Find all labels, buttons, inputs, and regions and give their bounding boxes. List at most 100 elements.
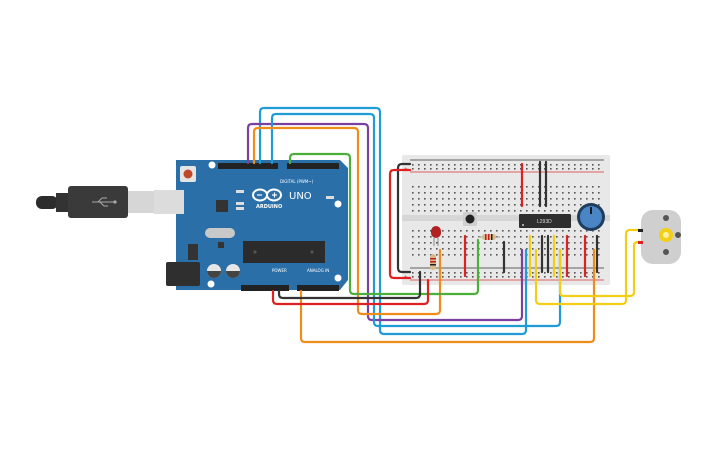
breadboard-hole: [418, 168, 420, 170]
breadboard-hole: [430, 168, 432, 170]
wire-blue-inner[interactable]: [270, 112, 562, 328]
arduino-uno-board[interactable]: ARDUINO UNO DIGITAL (PWM~) POWER ANALOG …: [154, 160, 348, 291]
breadboard-hole: [580, 272, 582, 274]
breadboard-hole: [418, 210, 420, 212]
breadboard-hole: [502, 164, 504, 166]
breadboard-hole: [532, 192, 534, 194]
analog-label: ANALOG IN: [307, 268, 329, 273]
wire-black-rail[interactable]: [396, 162, 412, 274]
breadboard-hole: [502, 204, 504, 206]
breadboard-hole: [598, 164, 600, 166]
breadboard-hole: [472, 236, 474, 238]
breadboard-hole: [472, 186, 474, 188]
breadboard-hole: [550, 242, 552, 244]
breadboard-hole: [448, 198, 450, 200]
wire-red-rail[interactable]: [388, 168, 412, 280]
breadboard-hole: [520, 164, 522, 166]
breadboard-hole: [412, 254, 414, 256]
breadboard-hole: [556, 248, 558, 250]
wire-orange-bottom[interactable]: [299, 248, 596, 344]
breadboard-hole: [418, 198, 420, 200]
breadboard-hole: [412, 248, 414, 250]
gear-icon: [659, 228, 673, 242]
arduino-brand-label: ARDUINO: [256, 204, 282, 210]
breadboard-hole: [472, 272, 474, 274]
red-led[interactable]: [431, 226, 441, 246]
breadboard-hole: [598, 204, 600, 206]
breadboard-hole: [580, 276, 582, 278]
breadboard-hole: [496, 198, 498, 200]
breadboard-hole: [508, 192, 510, 194]
wire-red-5v[interactable]: [271, 278, 430, 306]
breadboard-hole: [580, 204, 582, 206]
breadboard-hole: [478, 230, 480, 232]
wire-orange-top[interactable]: [252, 126, 442, 316]
wire-yellow-2[interactable]: [558, 240, 642, 298]
breadboard-hole: [592, 168, 594, 170]
breadboard-hole: [460, 164, 462, 166]
breadboard-hole: [532, 198, 534, 200]
wire-purple[interactable]: [246, 122, 524, 322]
breadboard-hole: [520, 192, 522, 194]
breadboard-hole: [574, 186, 576, 188]
breadboard-hole: [580, 242, 582, 244]
breadboard-hole: [418, 164, 420, 166]
breadboard-hole: [418, 236, 420, 238]
breadboard-hole: [430, 242, 432, 244]
breadboard-hole: [490, 164, 492, 166]
breadboard-hole: [502, 276, 504, 278]
dc-motor[interactable]: [638, 210, 681, 264]
breadboard-hole: [550, 236, 552, 238]
breadboard-hole: [556, 276, 558, 278]
breadboard-hole: [556, 242, 558, 244]
breadboard-hole: [556, 168, 558, 170]
breadboard-hole: [418, 272, 420, 274]
breadboard-hole: [508, 248, 510, 250]
breadboard-hole: [598, 272, 600, 274]
breadboard-hole: [442, 248, 444, 250]
breadboard-hole: [442, 236, 444, 238]
usb-cable[interactable]: [36, 186, 155, 218]
breadboard-hole: [490, 198, 492, 200]
wire-yellow-1[interactable]: [534, 228, 642, 306]
potentiometer[interactable]: [577, 203, 605, 231]
breadboard-hole: [508, 276, 510, 278]
breadboard-hole: [568, 254, 570, 256]
wire-green[interactable]: [288, 152, 480, 296]
breadboard-hole: [526, 236, 528, 238]
digital-header-label: DIGITAL (PWM~): [280, 179, 314, 184]
resistor-led: [430, 254, 436, 270]
breadboard-hole: [514, 186, 516, 188]
breadboard-hole: [556, 198, 558, 200]
breadboard-hole: [418, 230, 420, 232]
breadboard-hole: [526, 168, 528, 170]
wire-blue-outer[interactable]: [258, 106, 528, 336]
breadboard-hole: [478, 198, 480, 200]
breadboard-hole: [460, 272, 462, 274]
breadboard-hole: [472, 204, 474, 206]
breadboard-hole: [592, 164, 594, 166]
breadboard-hole: [418, 186, 420, 188]
breadboard-hole: [412, 204, 414, 206]
breadboard-hole: [424, 248, 426, 250]
breadboard-hole: [598, 168, 600, 170]
breadboard[interactable]: + +: [402, 155, 610, 285]
breadboard-hole: [454, 168, 456, 170]
breadboard-hole: [526, 242, 528, 244]
breadboard-hole: [544, 198, 546, 200]
breadboard-hole: [550, 164, 552, 166]
breadboard-hole: [442, 210, 444, 212]
pushbutton[interactable]: [463, 212, 477, 226]
wires: [246, 106, 642, 344]
breadboard-hole: [424, 242, 426, 244]
breadboard-hole: [502, 210, 504, 212]
breadboard-hole: [454, 198, 456, 200]
wire-black-gnd[interactable]: [277, 270, 422, 300]
breadboard-hole: [412, 186, 414, 188]
breadboard-hole: [484, 276, 486, 278]
l293d-chip[interactable]: L293D: [519, 214, 571, 228]
breadboard-hole: [412, 230, 414, 232]
breadboard-hole: [568, 242, 570, 244]
breadboard-hole: [538, 272, 540, 274]
breadboard-hole: [454, 236, 456, 238]
